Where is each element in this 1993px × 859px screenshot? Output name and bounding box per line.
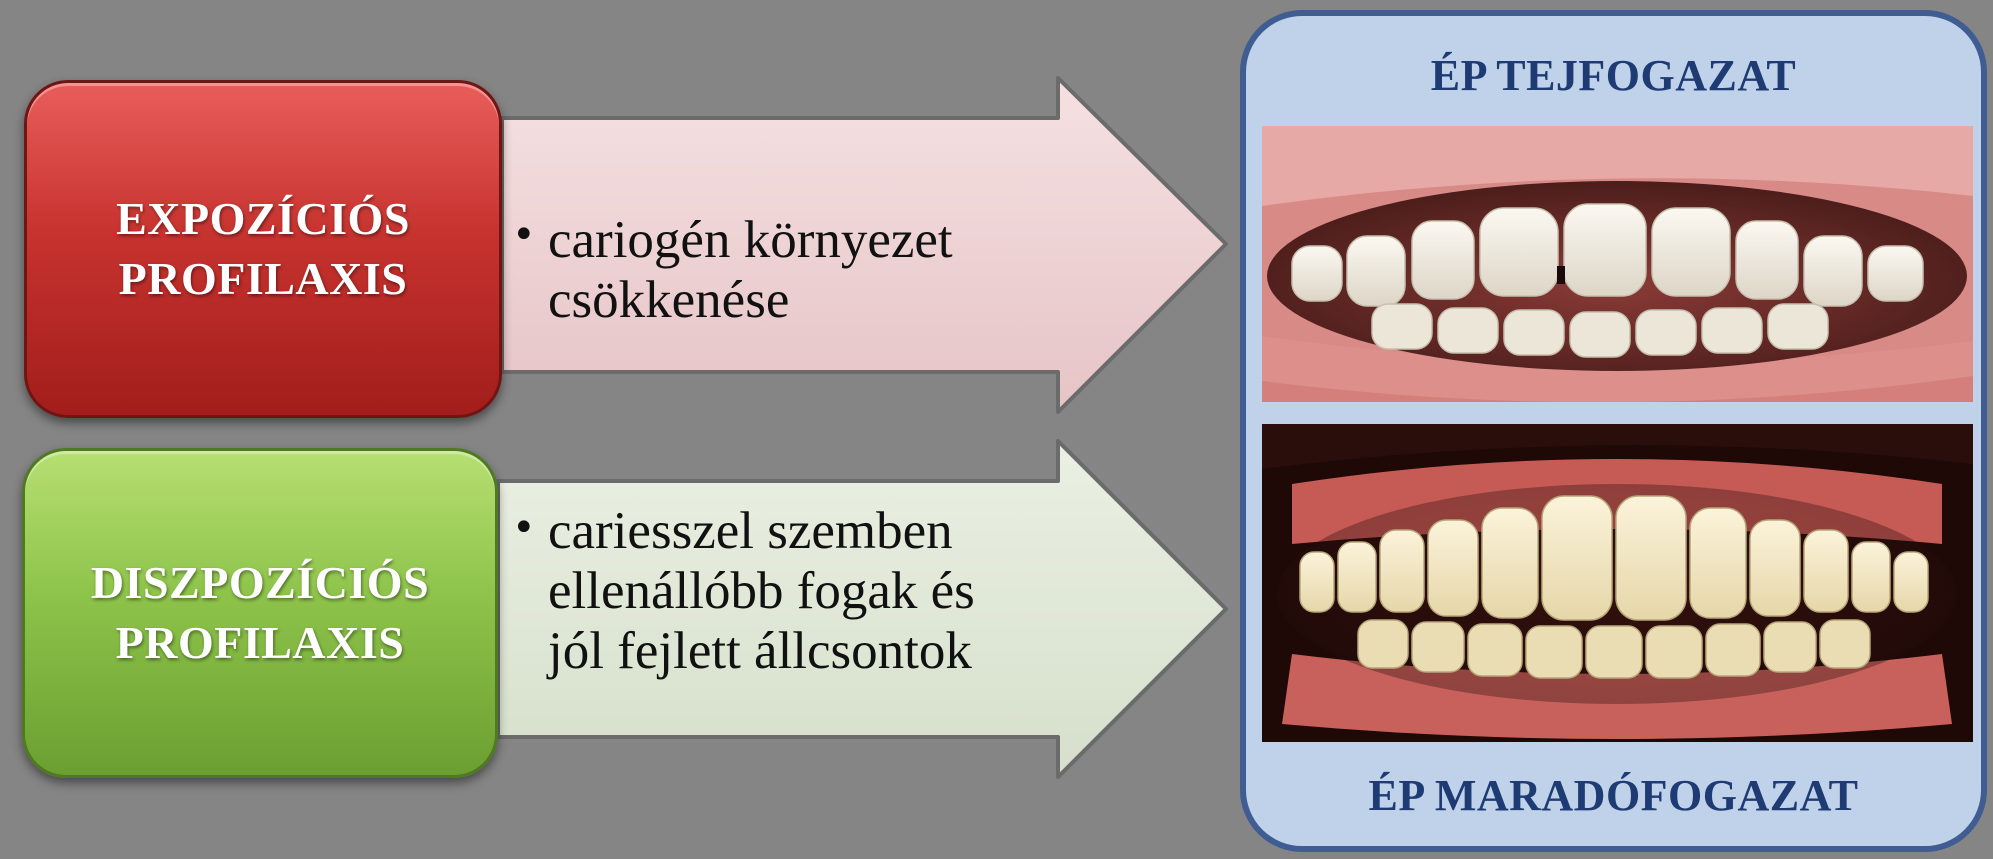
disz-bullet: • [512, 505, 536, 551]
disz-title-line2: PROFILAXIS [91, 613, 429, 673]
permanent-teeth-photo [1262, 424, 1973, 742]
expo-bullet: • [512, 212, 536, 258]
bottom-panel-title: ÉP MARADÓFOGAZAT [1246, 770, 1981, 821]
disz-arrow-line3: jól fejlett állcsontok [548, 621, 975, 681]
top-panel-title: ÉP TEJFOGAZAT [1246, 50, 1981, 101]
expo-arrow-text: cariogén környezet csökkenése [548, 210, 953, 330]
expozicios-profilaxis-box: EXPOZÍCIÓS PROFILAXIS [24, 80, 502, 418]
disz-arrow-line2: ellenállóbb fogak és [548, 561, 975, 621]
disz-title-line1: DISZPOZÍCIÓS [91, 553, 429, 613]
primary-teeth-photo [1262, 126, 1973, 402]
expo-arrow-line1: cariogén környezet [548, 210, 953, 270]
expo-arrow-line2: csökkenése [548, 270, 953, 330]
disz-arrow-line1: cariesszel szemben [548, 501, 975, 561]
expo-title-line1: EXPOZÍCIÓS [116, 189, 410, 249]
diszpozicios-profilaxis-box: DISZPOZÍCIÓS PROFILAXIS [22, 448, 498, 778]
expo-title-line2: PROFILAXIS [116, 249, 410, 309]
disz-arrow-text: cariesszel szemben ellenállóbb fogak és … [548, 501, 975, 681]
